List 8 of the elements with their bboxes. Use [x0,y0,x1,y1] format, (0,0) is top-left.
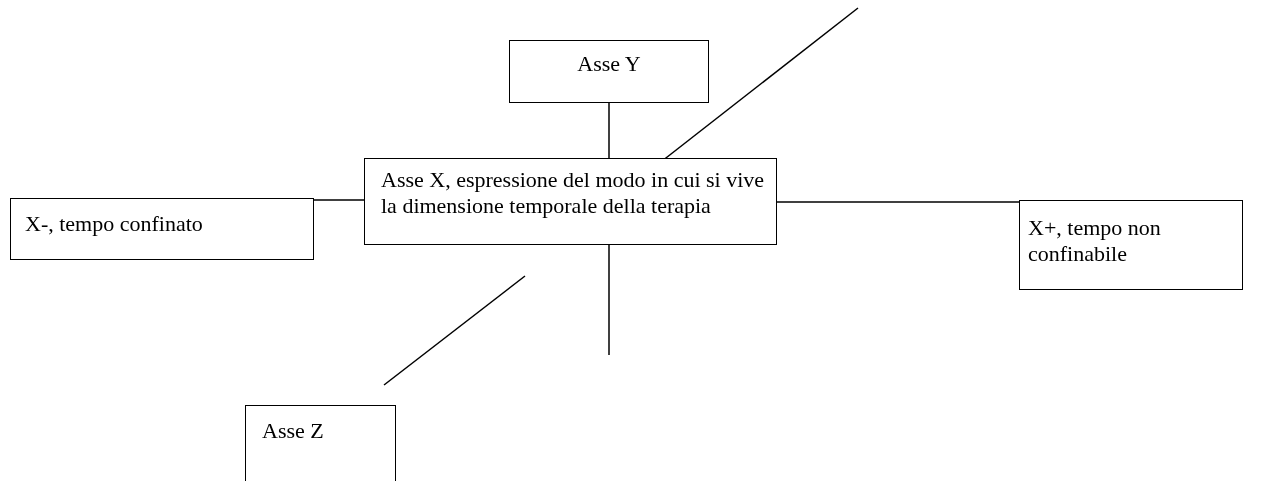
text-box: Asse Z [245,405,396,481]
text-box: X-, tempo confinato [10,198,314,260]
text-box: X+, tempo non confinabile [1019,200,1243,290]
connector-line [608,102,610,159]
connector-line [776,201,1020,203]
text-box: Asse X, espressione del modo in cui si vive la dimensione temporale della terapia [364,158,777,245]
connector-line [313,199,365,201]
text-box: Asse Y [509,40,709,103]
